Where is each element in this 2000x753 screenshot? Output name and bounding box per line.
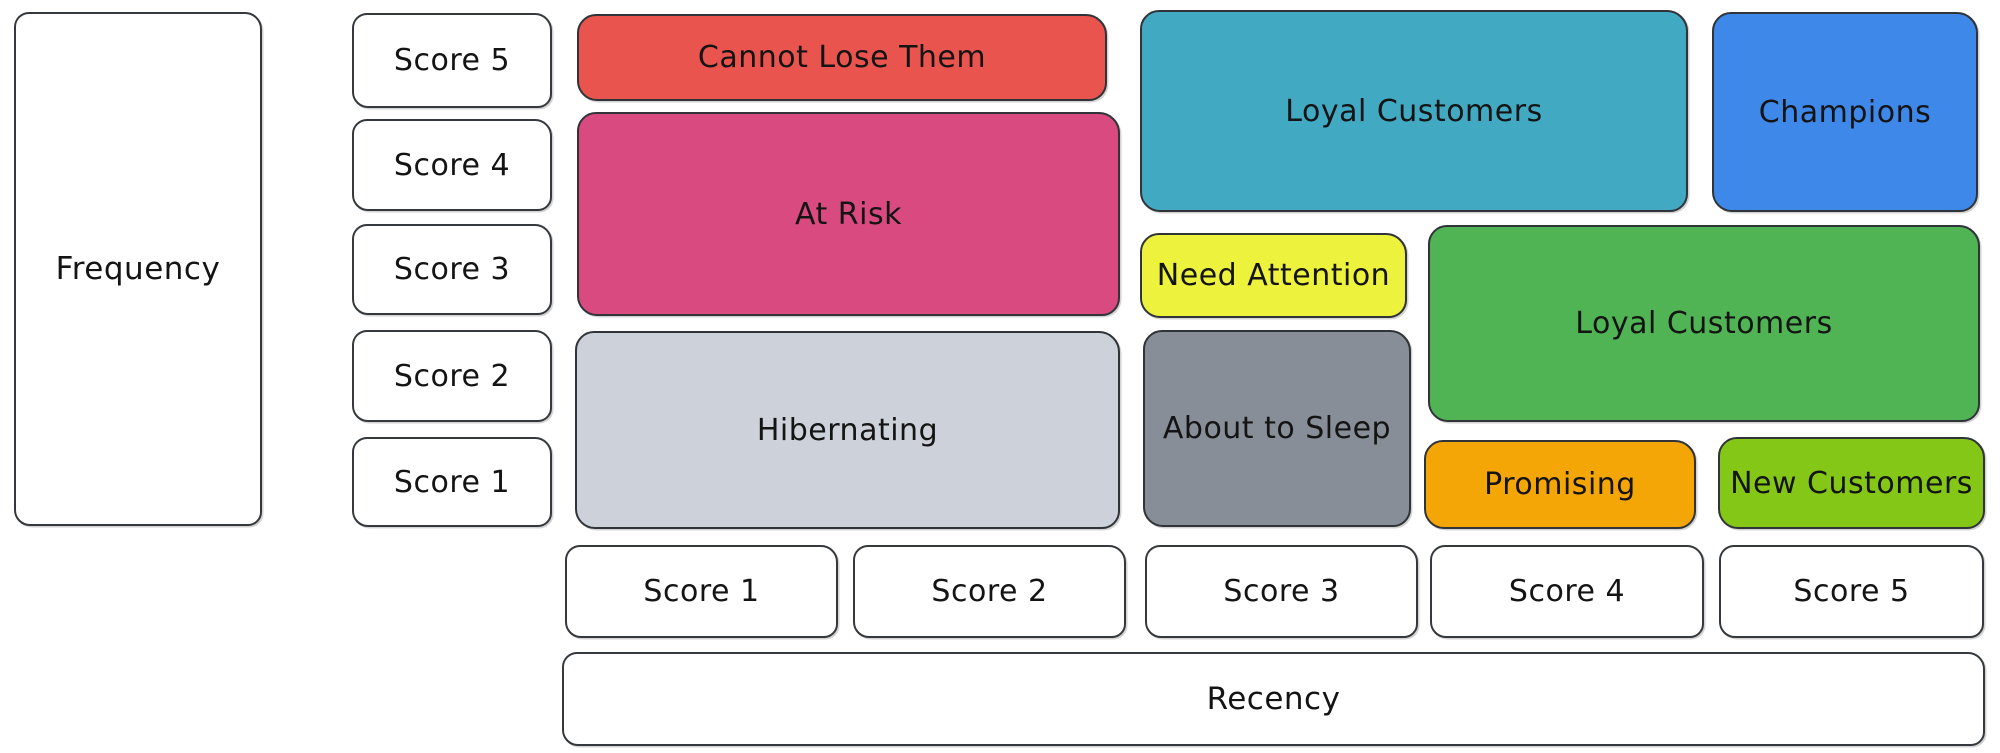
frequency-axis-label-box: Frequency	[14, 12, 262, 526]
segment-promising: Promising	[1424, 440, 1696, 529]
segment-champions-label: Champions	[1758, 94, 1932, 130]
segment-about-to-sleep-label: About to Sleep	[1162, 411, 1392, 446]
recency-score-5-label: Score 5	[1793, 574, 1910, 609]
segment-at-risk-label: At Risk	[795, 196, 902, 232]
segment-new-customers: New Customers	[1718, 437, 1985, 529]
frequency-axis-label: Frequency	[55, 251, 221, 287]
segment-promising-label: Promising	[1484, 467, 1636, 502]
recency-score-3-label: Score 3	[1223, 574, 1340, 609]
frequency-score-5-box: Score 5	[352, 13, 552, 108]
frequency-score-3-box: Score 3	[352, 224, 552, 315]
recency-score-3-box: Score 3	[1145, 545, 1418, 638]
recency-score-5-box: Score 5	[1719, 545, 1984, 638]
segment-cannot-lose-them-label: Cannot Lose Them	[697, 40, 987, 75]
recency-score-2-label: Score 2	[931, 574, 1048, 609]
frequency-score-2-label: Score 2	[393, 358, 511, 394]
recency-axis-label: Recency	[1206, 681, 1341, 717]
segment-loyal-customers-right: Loyal Customers	[1428, 225, 1980, 422]
frequency-score-1-box: Score 1	[352, 437, 552, 527]
segment-at-risk: At Risk	[577, 112, 1120, 316]
segment-need-attention: Need Attention	[1140, 233, 1407, 318]
frequency-score-3-label: Score 3	[393, 252, 511, 287]
frequency-score-2-box: Score 2	[352, 330, 552, 422]
recency-score-1-box: Score 1	[565, 545, 838, 638]
segment-about-to-sleep: About to Sleep	[1143, 330, 1411, 527]
frequency-score-4-box: Score 4	[352, 119, 552, 211]
segment-champions: Champions	[1712, 12, 1978, 212]
recency-axis-label-box: Recency	[562, 652, 1985, 746]
frequency-score-5-label: Score 5	[393, 43, 511, 78]
segment-loyal-customers-top: Loyal Customers	[1140, 10, 1688, 212]
segment-need-attention-label: Need Attention	[1156, 258, 1391, 293]
segment-cannot-lose-them: Cannot Lose Them	[577, 14, 1107, 101]
segment-loyal-customers-top-label: Loyal Customers	[1285, 93, 1543, 129]
recency-score-2-box: Score 2	[853, 545, 1126, 638]
frequency-score-1-label: Score 1	[393, 464, 511, 500]
recency-score-4-label: Score 4	[1508, 574, 1626, 609]
segment-loyal-customers-right-label: Loyal Customers	[1575, 306, 1833, 341]
frequency-score-4-label: Score 4	[393, 147, 511, 183]
segment-hibernating: Hibernating	[575, 331, 1120, 529]
segment-new-customers-label: New Customers	[1730, 465, 1973, 501]
recency-score-4-box: Score 4	[1430, 545, 1704, 638]
segment-hibernating-label: Hibernating	[756, 412, 939, 448]
recency-score-1-label: Score 1	[643, 574, 760, 609]
